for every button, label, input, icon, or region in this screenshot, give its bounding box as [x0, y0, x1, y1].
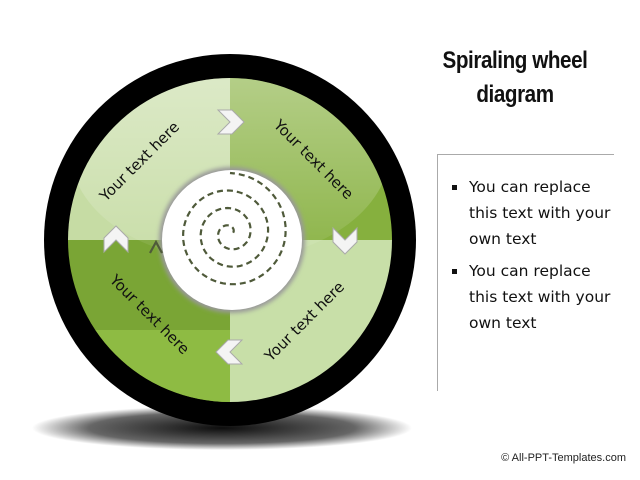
chevron-down-icon — [332, 226, 358, 255]
bullet-list: You can replace this text with your own … — [450, 174, 620, 342]
spiraling-wheel-diagram: Your text here Your text here Your text … — [32, 54, 416, 450]
bullet-box-frame — [437, 154, 614, 391]
spiral-arrowhead-icon — [149, 239, 163, 254]
title-line-1: Spiraling wheel — [442, 47, 588, 74]
center-circle — [162, 170, 302, 310]
title-line-2: diagram — [476, 81, 554, 108]
chevron-left-icon — [215, 339, 244, 365]
bullet-item: You can replace this text with your own … — [450, 258, 620, 336]
page-title: Spiraling wheel diagram — [433, 44, 596, 112]
chevron-right-icon — [216, 109, 245, 135]
wheel-shadow — [32, 406, 412, 450]
bullet-item: You can replace this text with your own … — [450, 174, 620, 252]
copyright-footer: © All-PPT-Templates.com — [501, 452, 626, 464]
chevron-up-icon — [103, 225, 129, 254]
